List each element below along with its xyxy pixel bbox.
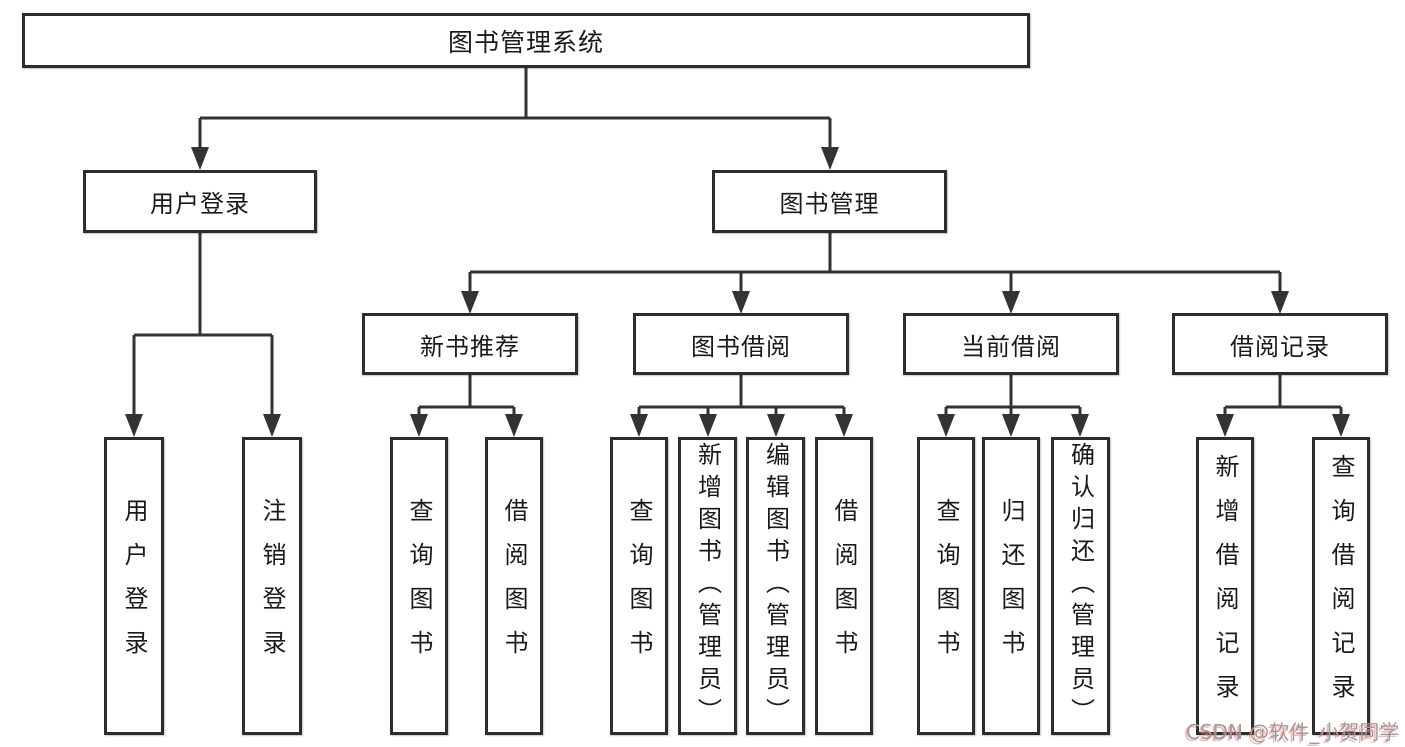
connector-user-login: [132, 233, 274, 416]
node-borrow-records: 借阅记录: [1172, 313, 1388, 375]
leaf-query-books-current: 查询图书: [917, 437, 975, 735]
leaf-add-book-admin-label: 新增图书（管理员）: [693, 442, 722, 730]
leaf-logout: 注销登录: [242, 437, 302, 735]
leaf-borrow-books-recommend: 借阅图书: [485, 437, 543, 735]
leaf-user-login-label: 用户登录: [120, 498, 148, 674]
leaf-query-borrow-record: 查询借阅记录: [1312, 437, 1370, 735]
node-current-borrow-label: 当前借阅: [961, 332, 1061, 361]
leaf-query-borrow-record-label: 查询借阅记录: [1327, 454, 1355, 718]
leaf-add-book-admin: 新增图书（管理员）: [678, 437, 737, 735]
csdn-watermark: CSDN @软件_小贺同学: [1186, 720, 1400, 744]
node-library-system: 图书管理系统: [22, 13, 1030, 68]
leaf-add-borrow-record: 新增借阅记录: [1196, 437, 1254, 735]
connector-book-management: [468, 233, 1282, 292]
leaf-edit-book-admin: 编辑图书（管理员）: [746, 437, 805, 735]
leaf-return-book-label: 归还图书: [997, 498, 1025, 674]
connector-current-borrow: [944, 375, 1082, 416]
node-book-management: 图书管理: [712, 170, 947, 233]
node-book-borrow-label: 图书借阅: [691, 332, 791, 361]
node-new-book-recommend-label: 新书推荐: [420, 332, 520, 361]
node-current-borrow: 当前借阅: [903, 313, 1119, 375]
connector-book-borrow: [637, 375, 846, 416]
leaf-query-books-recommend-label: 查询图书: [405, 498, 433, 674]
connector-new-book-recommend: [417, 375, 516, 416]
leaf-add-borrow-record-label: 新增借阅记录: [1211, 454, 1239, 718]
connector-borrow-records: [1223, 375, 1343, 416]
leaf-query-books-current-label: 查询图书: [932, 498, 960, 674]
leaf-query-books-borrow-label: 查询图书: [625, 498, 653, 674]
node-user-login: 用户登录: [83, 170, 317, 233]
arrowheads: [125, 147, 1350, 437]
leaf-confirm-return-admin-label: 确认归还（管理员）: [1066, 442, 1095, 730]
node-book-management-label: 图书管理: [779, 190, 880, 218]
leaf-borrow-books-recommend-label: 借阅图书: [500, 498, 528, 674]
connector-root: [198, 68, 832, 148]
node-new-book-recommend: 新书推荐: [362, 313, 578, 375]
node-borrow-records-label: 借阅记录: [1230, 332, 1330, 361]
leaf-query-books-borrow: 查询图书: [610, 437, 668, 735]
node-library-system-label: 图书管理系统: [447, 27, 604, 57]
leaf-query-books-recommend: 查询图书: [390, 437, 448, 735]
leaf-edit-book-admin-label: 编辑图书（管理员）: [761, 442, 790, 730]
leaf-user-login: 用户登录: [104, 437, 164, 735]
leaf-return-book: 归还图书: [982, 437, 1040, 735]
leaf-confirm-return-admin: 确认归还（管理员）: [1051, 437, 1110, 735]
node-user-login-label: 用户登录: [150, 190, 250, 218]
leaf-logout-label: 注销登录: [258, 498, 286, 674]
leaf-borrow-books: 借阅图书: [815, 437, 873, 735]
node-book-borrow: 图书借阅: [633, 313, 849, 375]
leaf-borrow-books-label: 借阅图书: [830, 498, 858, 674]
